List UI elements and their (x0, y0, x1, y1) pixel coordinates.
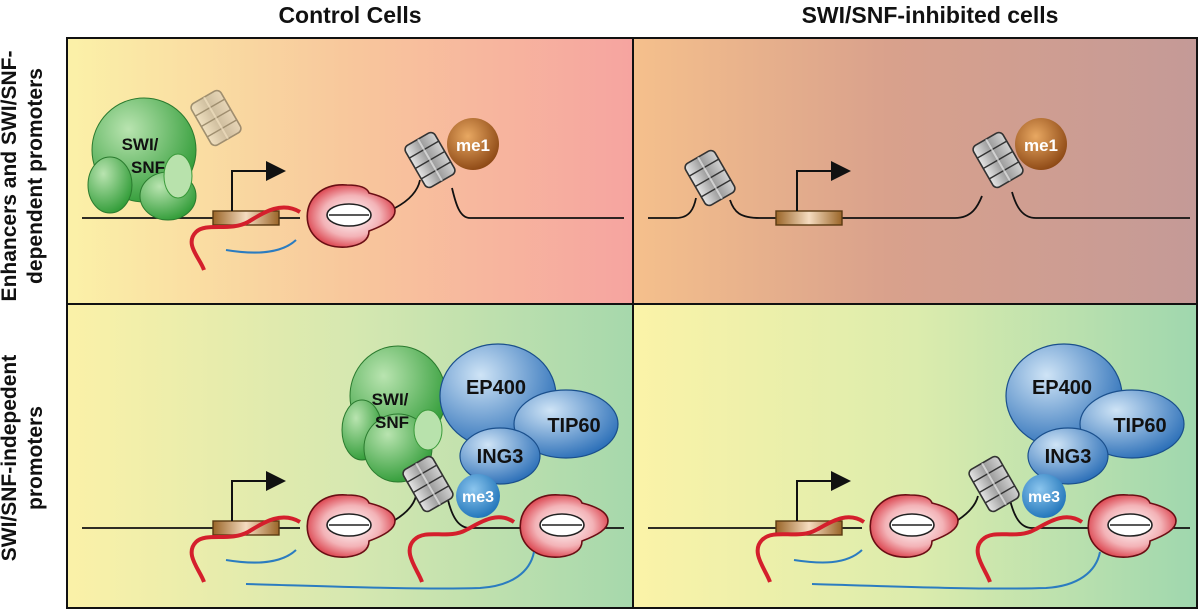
rna-pol-ctd-tail (755, 515, 866, 583)
rna-transcript (245, 551, 535, 590)
top-left-illustration: SWI/ SNF me1 (82, 87, 624, 271)
rna-pol-ctd-tail (975, 515, 1084, 583)
rna-transcript (225, 549, 297, 564)
column-header-control: Control Cells (278, 2, 422, 28)
promoter-box (775, 210, 843, 226)
bottom-left-illustration: SWI/ SNF EP400 TIP60 ING3 me3 (82, 343, 624, 590)
swi-snf-label: SNF (375, 413, 409, 432)
panel-top-right (633, 38, 1197, 304)
rna-transcript (793, 549, 863, 564)
swi-snf-label: SNF (131, 158, 165, 177)
rna-pol-ctd-tail (407, 515, 516, 583)
column-header-inhibited: SWI/SNF-inhibited cells (801, 2, 1059, 28)
me3-mark (1022, 474, 1066, 518)
tip60-label: TIP60 (1113, 415, 1166, 437)
me1-label: me1 (1024, 136, 1058, 155)
rna-pol-ctd-tail (189, 515, 302, 583)
swi-snf-label: SWI/ (122, 135, 159, 154)
me1-mark (1015, 118, 1067, 170)
bottom-right-illustration: EP400 TIP60 ING3 me3 (648, 343, 1190, 590)
dna-strand (648, 191, 1190, 219)
dna-strand (957, 495, 1190, 529)
ing3-label: ING3 (477, 446, 524, 468)
rna-transcript (811, 551, 1101, 590)
me3-mark (456, 474, 500, 518)
me3-label: me3 (1028, 489, 1060, 506)
tip60-label: TIP60 (547, 415, 600, 437)
rna-pol-ctd-tail (189, 205, 302, 271)
swi-snf-complex (341, 345, 447, 483)
ep400-tip60-complex (1005, 343, 1185, 485)
ep400-label: EP400 (466, 377, 526, 399)
swi-snf-label: SWI/ (372, 390, 409, 409)
me3-label: me3 (462, 489, 494, 506)
top-right-illustration: me1 (648, 118, 1190, 226)
ep400-label: EP400 (1032, 377, 1092, 399)
dna-strand (394, 179, 624, 219)
me1-mark (447, 118, 499, 170)
swi-snf-complex (87, 97, 197, 221)
ing3-label: ING3 (1045, 446, 1092, 468)
ep400-tip60-complex (439, 343, 619, 485)
me1-label: me1 (456, 136, 490, 155)
rna-transcript (225, 239, 297, 254)
